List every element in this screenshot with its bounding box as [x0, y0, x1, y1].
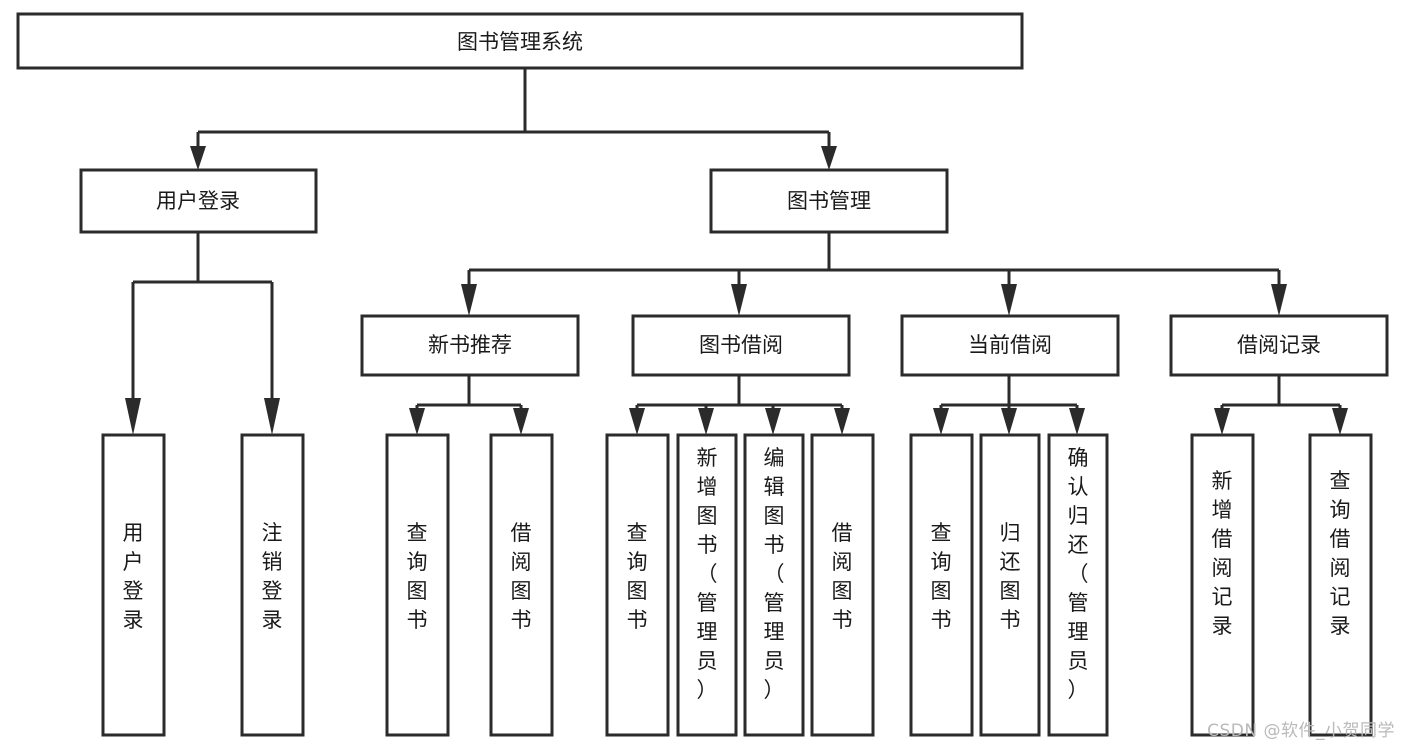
arrow-leaf-borrow-book-2 [834, 408, 850, 435]
node-leaf-query-book-3[interactable]: 查询图书 [909, 433, 974, 737]
node-leaf-add-book[interactable]: 新增图书（管理员） [676, 433, 738, 737]
arrow-leaf-query-record [1332, 408, 1348, 435]
node-user-login[interactable]: 用户登录 [79, 168, 318, 234]
node-book-borrow[interactable]: 图书借阅 [631, 314, 851, 377]
node-leaf-user-login-label: 用户登录 [123, 521, 144, 632]
node-leaf-query-book-1[interactable]: 查询图书 [385, 433, 450, 737]
connectors [125, 68, 1348, 435]
node-leaf-query-book-2[interactable]: 查询图书 [605, 433, 670, 737]
arrow-leaf-add-record [1214, 408, 1230, 435]
node-book-manage[interactable]: 图书管理 [709, 168, 949, 234]
node-leaf-query-record-box[interactable] [1308, 433, 1373, 737]
node-leaf-add-record-box[interactable] [1190, 433, 1255, 737]
node-leaf-logout-label: 注销登录 [262, 521, 283, 632]
node-new-book-recommend-label: 新书推荐 [428, 333, 512, 357]
node-leaf-add-book-box[interactable] [676, 433, 738, 737]
node-leaf-logout[interactable]: 注销登录 [240, 433, 305, 737]
arrow-leaf-query-book-1 [409, 408, 425, 435]
node-leaf-borrow-book-2-box[interactable] [810, 433, 875, 737]
node-new-book-recommend[interactable]: 新书推荐 [360, 314, 580, 377]
node-leaf-query-book-2-box[interactable] [605, 433, 670, 737]
arrow-user-login [190, 146, 206, 170]
node-leaf-edit-book-label: 编辑图书（管理员） [764, 446, 785, 702]
node-user-login-label: 用户登录 [156, 189, 240, 213]
node-leaf-user-login-box[interactable] [101, 433, 166, 737]
node-current-borrow-box[interactable] [900, 314, 1120, 377]
node-leaf-query-book-1-box[interactable] [385, 433, 450, 737]
node-leaf-return-book[interactable]: 归还图书 [979, 433, 1041, 737]
node-book-borrow-label: 图书借阅 [699, 333, 783, 357]
node-root[interactable]: 图书管理系统 [16, 12, 1024, 70]
node-borrow-record-label: 借阅记录 [1237, 333, 1321, 357]
node-leaf-return-book-label: 归还图书 [1000, 521, 1021, 632]
node-leaf-borrow-book-1-box[interactable] [489, 433, 554, 737]
arrow-leaf-add-book [698, 408, 714, 435]
arrow-leaf-return-book [1001, 408, 1017, 435]
arrow-leaf-edit-book [765, 408, 781, 435]
arrow-leaf-user-login [125, 398, 141, 435]
node-leaf-query-book-3-box[interactable] [909, 433, 974, 737]
node-user-login-box[interactable] [79, 168, 318, 234]
node-leaf-borrow-book-2[interactable]: 借阅图书 [810, 433, 875, 737]
node-book-manage-box[interactable] [709, 168, 949, 234]
node-leaf-borrow-book-2-label: 借阅图书 [832, 521, 853, 632]
arrow-leaf-query-book-2 [629, 408, 645, 435]
csdn-watermark: CSDN @软件_小贺同学 [1207, 721, 1395, 741]
arrow-book-manage [821, 146, 837, 170]
node-leaf-query-record-label: 查询借阅记录 [1330, 469, 1351, 638]
node-leaf-query-book-3-label: 查询图书 [931, 521, 952, 632]
node-leaf-edit-book-box[interactable] [743, 433, 805, 737]
node-root-label: 图书管理系统 [457, 30, 583, 54]
arrow-leaf-logout [264, 398, 280, 435]
node-leaf-borrow-book-1[interactable]: 借阅图书 [489, 433, 554, 737]
node-book-manage-label: 图书管理 [787, 189, 871, 213]
arrow-leaf-confirm-return [1069, 408, 1085, 435]
node-leaf-add-record-label: 新增借阅记录 [1212, 469, 1233, 638]
arrow-leaf-query-book-3 [933, 408, 949, 435]
node-borrow-record-box[interactable] [1169, 314, 1389, 377]
node-borrow-record[interactable]: 借阅记录 [1169, 314, 1389, 377]
node-leaf-add-book-label: 新增图书（管理员） [697, 446, 718, 702]
arrow-new-book-recommend [461, 284, 477, 316]
node-leaf-borrow-book-1-label: 借阅图书 [511, 521, 532, 632]
node-new-book-recommend-box[interactable] [360, 314, 580, 377]
node-leaf-add-record[interactable]: 新增借阅记录 [1190, 433, 1255, 737]
arrow-leaf-borrow-book-1 [513, 408, 529, 435]
arrow-book-borrow [731, 284, 747, 316]
node-leaf-query-book-2-label: 查询图书 [627, 521, 648, 632]
node-leaf-confirm-return-box[interactable] [1047, 433, 1109, 737]
node-leaf-confirm-return[interactable]: 确认归还（管理员） [1047, 433, 1109, 737]
arrow-current-borrow [1001, 284, 1017, 316]
node-leaf-return-book-box[interactable] [979, 433, 1041, 737]
node-leaf-logout-box[interactable] [240, 433, 305, 737]
node-leaf-query-record[interactable]: 查询借阅记录 [1308, 433, 1373, 737]
node-leaf-confirm-return-label: 确认归还（管理员） [1068, 446, 1089, 702]
arrow-borrow-record [1271, 284, 1287, 316]
node-current-borrow[interactable]: 当前借阅 [900, 314, 1120, 377]
node-root-box[interactable] [16, 12, 1024, 70]
node-leaf-query-book-1-label: 查询图书 [407, 521, 428, 632]
node-leaf-user-login[interactable]: 用户登录 [101, 433, 166, 737]
node-leaf-edit-book[interactable]: 编辑图书（管理员） [743, 433, 805, 737]
node-book-borrow-box[interactable] [631, 314, 851, 377]
node-current-borrow-label: 当前借阅 [968, 333, 1052, 357]
